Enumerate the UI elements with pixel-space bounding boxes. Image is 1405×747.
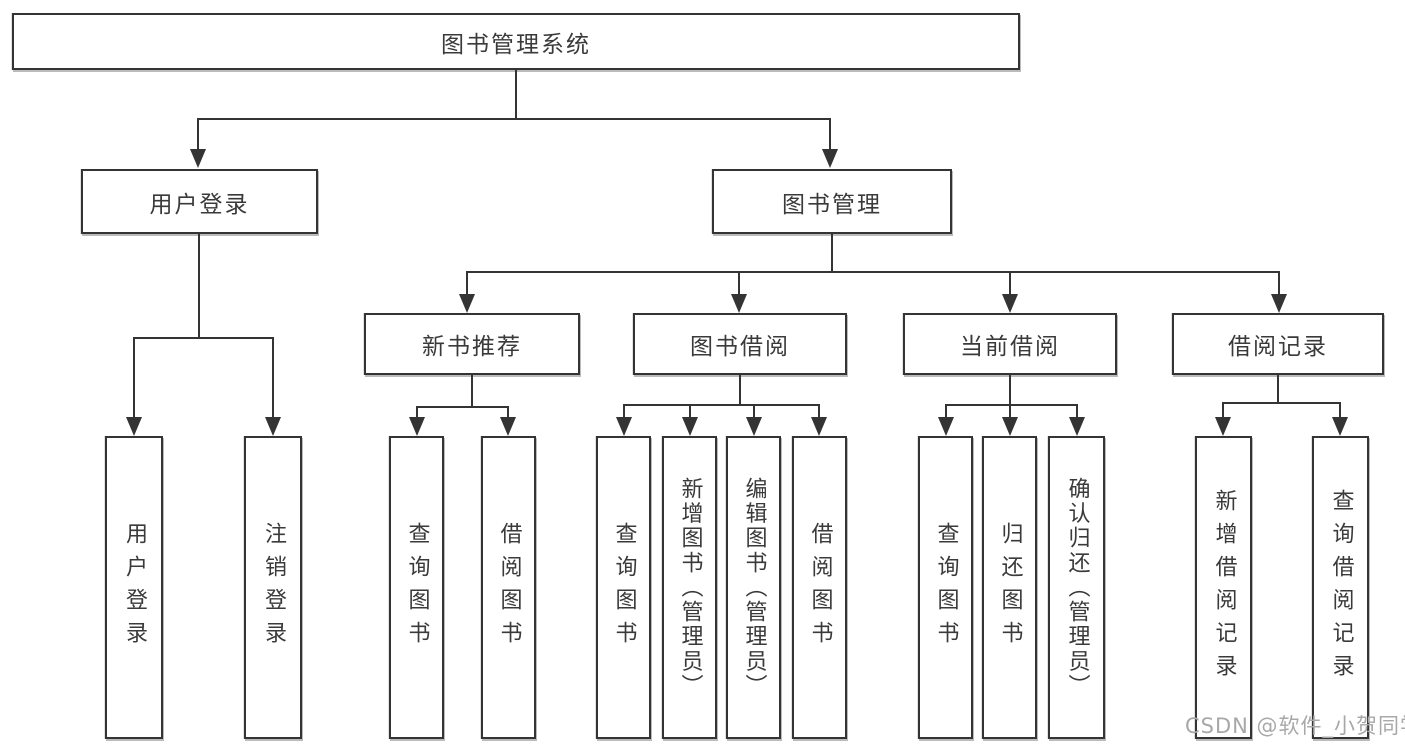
- node-leaf-query-books-2: 查询图书: [596, 436, 651, 739]
- connector-root-left-stem: [197, 118, 199, 150]
- arrowhead-to-leaf-borrow-books-1: [500, 417, 516, 436]
- arrowhead-to-leaf-user-login: [126, 417, 142, 436]
- node-leaf-confirm-return-admin: 确认归还（管理员）: [1048, 436, 1105, 739]
- arrowhead-to-book-borrow: [731, 294, 747, 313]
- connector-book-management-stem: [831, 234, 833, 271]
- node-leaf-user-login: 用户登录: [105, 436, 163, 739]
- node-leaf-query-books-3-label: 查询图书: [933, 521, 959, 654]
- connector-borrow-records-left-stem: [1222, 402, 1224, 418]
- connector-root-hline: [197, 118, 831, 120]
- node-current-borrow-label: 当前借阅: [960, 334, 1060, 360]
- node-leaf-borrow-books-2-label: 借阅图书: [807, 521, 833, 654]
- connector-user-login-hline: [133, 337, 274, 339]
- node-new-book-recommend-label: 新书推荐: [422, 334, 522, 360]
- connector-stem-borrow-records: [1278, 271, 1280, 295]
- connector-new-book-hline: [416, 406, 509, 408]
- connector-borrow-records-right-stem: [1339, 402, 1341, 418]
- arrowhead-to-book-management: [822, 149, 838, 168]
- node-root: 图书管理系统: [12, 13, 1020, 70]
- arrowhead-to-current-borrow: [1002, 294, 1018, 313]
- connector-new-book-left-stem: [416, 406, 418, 418]
- node-book-borrow: 图书借阅: [633, 313, 847, 375]
- node-leaf-edit-book-admin: 编辑图书（管理员）: [726, 436, 781, 739]
- connector-new-book-right-stem: [507, 406, 509, 418]
- connector-stem-current-borrow: [1009, 271, 1011, 295]
- node-book-management: 图书管理: [712, 169, 952, 234]
- arrowhead-to-leaf-query-books-1: [409, 417, 425, 436]
- node-leaf-query-books-1-label: 查询图书: [404, 521, 430, 654]
- arrowhead-to-leaf-confirm-return: [1069, 417, 1085, 436]
- node-leaf-edit-book-admin-label: 编辑图书（管理员）: [741, 476, 767, 699]
- node-borrow-records-label: 借阅记录: [1228, 334, 1328, 360]
- connector-user-login-stem: [198, 234, 200, 337]
- connector-current-borrow-hline: [945, 404, 1078, 406]
- connector-current-borrow-stem-1: [945, 404, 947, 418]
- node-new-book-recommend: 新书推荐: [364, 313, 580, 375]
- node-leaf-query-borrow-record-label: 查询借阅记录: [1328, 488, 1354, 687]
- arrowhead-to-borrow-records: [1271, 294, 1287, 313]
- connector-user-login-right-stem: [272, 337, 274, 417]
- connector-stem-new-book: [466, 271, 468, 295]
- node-leaf-return-book-label: 归还图书: [997, 521, 1023, 654]
- connector-book-borrow-hline: [623, 404, 820, 406]
- node-leaf-return-book: 归还图书: [982, 436, 1037, 739]
- node-leaf-add-book-admin-label: 新增图书（管理员）: [677, 476, 703, 699]
- node-root-label: 图书管理系统: [441, 31, 591, 58]
- node-leaf-user-login-label: 用户登录: [122, 521, 147, 654]
- node-leaf-logout: 注销登录: [244, 436, 302, 739]
- connector-book-borrow-stem-2: [689, 404, 691, 418]
- arrowhead-to-new-book-recommend: [459, 294, 475, 313]
- node-leaf-add-book-admin: 新增图书（管理员）: [662, 436, 717, 739]
- watermark: CSDN @软件_小贺同学: [1185, 714, 1405, 738]
- connector-current-borrow-stem: [1009, 375, 1011, 405]
- connector-book-borrow-stem-3: [753, 404, 755, 418]
- arrowhead-to-leaf-borrow-books-2: [811, 417, 827, 436]
- node-book-management-label: 图书管理: [782, 191, 882, 218]
- connector-book-borrow-stem-4: [818, 404, 820, 418]
- node-leaf-query-books-3: 查询图书: [918, 436, 973, 739]
- arrowhead-to-leaf-edit-book: [746, 417, 762, 436]
- arrowhead-to-leaf-query-books-2: [616, 417, 632, 436]
- node-current-borrow: 当前借阅: [903, 313, 1117, 375]
- node-leaf-borrow-books-1: 借阅图书: [481, 436, 536, 739]
- node-leaf-add-borrow-record: 新增借阅记录: [1195, 436, 1252, 739]
- connector-stem-book-borrow: [738, 271, 740, 295]
- connector-new-book-stem: [471, 375, 473, 406]
- connector-current-borrow-stem-2: [1009, 404, 1011, 418]
- node-leaf-borrow-books-1-label: 借阅图书: [496, 521, 522, 654]
- node-user-login-label: 用户登录: [149, 191, 250, 218]
- node-leaf-add-borrow-record-label: 新增借阅记录: [1211, 488, 1237, 687]
- arrowhead-to-leaf-query-books-3: [938, 417, 954, 436]
- arrowhead-to-leaf-add-borrow-record: [1215, 417, 1231, 436]
- connector-current-borrow-stem-3: [1076, 404, 1078, 418]
- connector-book-borrow-stem-1: [623, 404, 625, 418]
- connector-borrow-records-hline: [1222, 402, 1341, 404]
- node-leaf-query-books-1: 查询图书: [389, 436, 444, 739]
- connector-root-right-stem: [829, 118, 831, 150]
- arrowhead-to-leaf-query-borrow-record: [1332, 417, 1348, 436]
- node-leaf-query-borrow-record: 查询借阅记录: [1312, 436, 1369, 739]
- arrowhead-to-leaf-add-book: [682, 417, 698, 436]
- node-leaf-confirm-return-admin-label: 确认归还（管理员）: [1064, 476, 1090, 699]
- connector-book-borrow-stem: [739, 375, 741, 405]
- arrowhead-to-leaf-return-book: [1002, 417, 1018, 436]
- node-leaf-borrow-books-2: 借阅图书: [792, 436, 847, 739]
- connector-root-stem: [515, 70, 517, 118]
- node-leaf-query-books-2-label: 查询图书: [611, 521, 637, 654]
- node-leaf-logout-label: 注销登录: [261, 521, 286, 654]
- connector-user-login-left-stem: [133, 337, 135, 417]
- connector-borrow-records-stem: [1277, 375, 1279, 403]
- connector-book-management-hline: [466, 271, 1280, 273]
- node-borrow-records: 借阅记录: [1172, 313, 1384, 375]
- node-user-login: 用户登录: [81, 169, 318, 234]
- arrowhead-to-leaf-logout: [265, 417, 281, 436]
- arrowhead-to-user-login: [190, 149, 206, 168]
- node-book-borrow-label: 图书借阅: [690, 334, 790, 360]
